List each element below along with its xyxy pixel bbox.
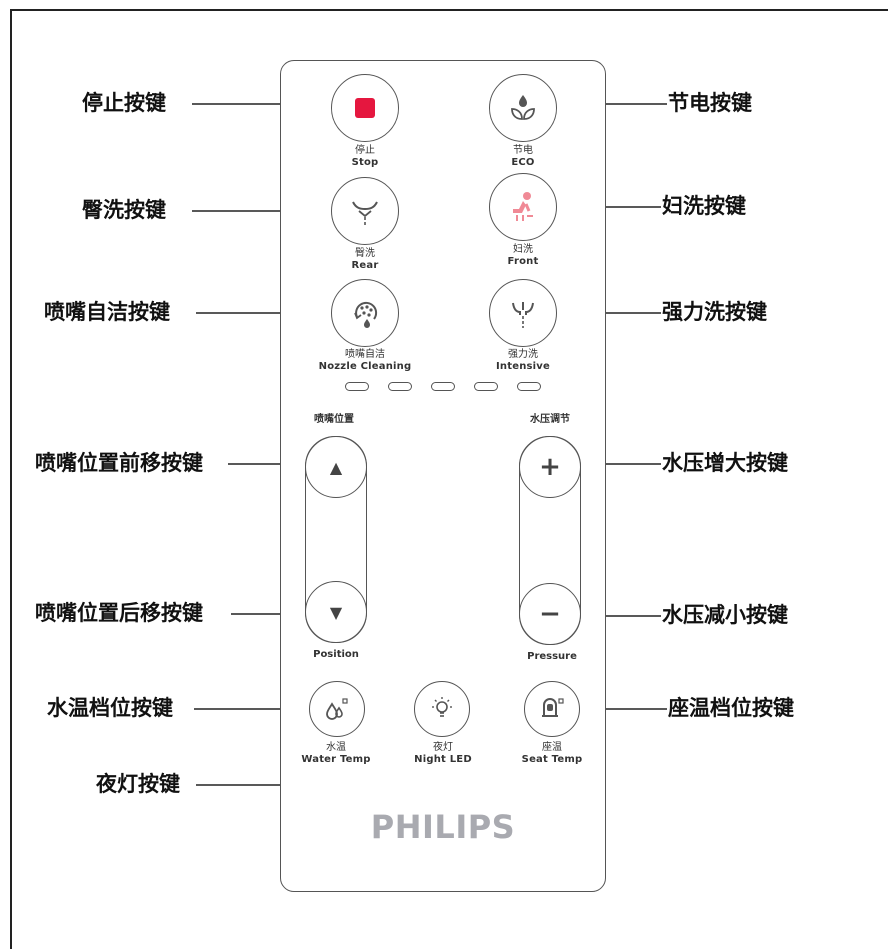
level-indicator xyxy=(388,382,412,391)
water-temp-button[interactable] xyxy=(309,681,365,737)
eco-button[interactable] xyxy=(489,74,557,142)
seat-temp-label-cn: 座温 xyxy=(542,742,562,753)
rear-wash-button[interactable] xyxy=(331,177,399,245)
callout-front: 妇洗按键 xyxy=(662,194,746,218)
pressure-group-label-cn: 水压调节 xyxy=(530,414,570,425)
callout-night-light: 夜灯按键 xyxy=(96,772,180,796)
rear-wash-icon xyxy=(352,201,378,225)
intensive-label-cn: 强力洗 xyxy=(507,349,538,360)
level-indicator xyxy=(517,382,541,391)
pressure-increase-button[interactable]: + xyxy=(519,436,581,498)
nozzle-cleaning-label: 喷嘴自洁 Nozzle Cleaning xyxy=(319,349,412,373)
stop-label: 停止 Stop xyxy=(352,145,379,169)
eco-label-cn: 节电 xyxy=(513,145,533,156)
philips-logo: PHILIPS xyxy=(370,808,516,846)
callout-position-backward: 喷嘴位置后移按键 xyxy=(35,601,203,625)
callout-intensive: 强力洗按键 xyxy=(662,300,767,324)
minus-icon: − xyxy=(539,599,561,629)
stop-button[interactable] xyxy=(331,74,399,142)
pressure-decrease-button[interactable]: − xyxy=(519,583,581,645)
callout-nozzle-cleaning: 喷嘴自洁按键 xyxy=(44,300,170,324)
nozzle-cleaning-label-cn: 喷嘴自洁 xyxy=(344,349,385,360)
callout-pressure-increase: 水压增大按键 xyxy=(662,451,788,475)
position-forward-button[interactable]: ▲ xyxy=(305,436,367,498)
position-group-label-en: Position xyxy=(313,649,359,660)
position-backward-button[interactable]: ▼ xyxy=(305,581,367,643)
water-temp-label: 水温 Water Temp xyxy=(301,742,370,766)
night-led-button[interactable] xyxy=(414,681,470,737)
front-wash-icon xyxy=(513,192,533,221)
eco-label: 节电 ECO xyxy=(511,145,534,169)
front-wash-button[interactable] xyxy=(489,173,557,241)
intensive-wash-icon xyxy=(512,302,534,328)
position-group-label-cn: 喷嘴位置 xyxy=(314,414,354,425)
seat-temp-button[interactable] xyxy=(524,681,580,737)
night-led-label: 夜灯 Night LED xyxy=(414,742,472,766)
stop-label-en: Stop xyxy=(351,157,379,168)
nozzle-clean-icon xyxy=(354,301,378,328)
water-temp-icon xyxy=(326,698,348,720)
stop-square-icon xyxy=(355,98,375,118)
night-led-label-cn: 夜灯 xyxy=(432,742,453,753)
seat-temp-label-en: Seat Temp xyxy=(521,754,583,765)
night-light-icon xyxy=(432,697,452,717)
level-indicator xyxy=(345,382,369,391)
water-temp-label-en: Water Temp xyxy=(301,754,371,765)
front-label-cn: 妇洗 xyxy=(513,244,533,255)
callout-stop: 停止按键 xyxy=(82,91,166,115)
pressure-group-label-en: Pressure xyxy=(527,651,577,662)
leaf-droplet-icon xyxy=(511,95,535,120)
triangle-up-icon: ▲ xyxy=(329,457,343,477)
callout-eco: 节电按键 xyxy=(668,91,752,115)
callout-water-temp: 水温档位按键 xyxy=(47,696,173,720)
callout-seat-temp: 座温档位按键 xyxy=(668,696,794,720)
level-indicator xyxy=(431,382,455,391)
triangle-down-icon: ▼ xyxy=(329,602,343,622)
intensive-label: 强力洗 Intensive xyxy=(496,349,550,373)
nozzle-cleaning-button[interactable] xyxy=(331,279,399,347)
callout-position-forward: 喷嘴位置前移按键 xyxy=(35,451,203,475)
rear-label-cn: 臀洗 xyxy=(355,248,375,259)
intensive-label-en: Intensive xyxy=(495,361,551,372)
water-temp-label-cn: 水温 xyxy=(325,742,346,753)
front-label: 妇洗 Front xyxy=(508,244,539,268)
front-label-en: Front xyxy=(507,256,539,267)
plus-icon: + xyxy=(539,452,561,482)
night-led-label-en: Night LED xyxy=(414,754,472,765)
figure-frame xyxy=(10,9,888,949)
rear-label: 臀洗 Rear xyxy=(352,248,379,272)
eco-label-en: ECO xyxy=(511,157,535,168)
callout-pressure-decrease: 水压减小按键 xyxy=(662,603,788,627)
level-indicator xyxy=(474,382,498,391)
seat-temp-label: 座温 Seat Temp xyxy=(522,742,583,766)
seat-temp-icon xyxy=(542,698,564,717)
stop-label-cn: 停止 xyxy=(355,145,375,156)
nozzle-cleaning-label-en: Nozzle Cleaning xyxy=(318,361,412,372)
rear-label-en: Rear xyxy=(351,260,379,271)
intensive-button[interactable] xyxy=(489,279,557,347)
callout-rear: 臀洗按键 xyxy=(82,198,166,222)
